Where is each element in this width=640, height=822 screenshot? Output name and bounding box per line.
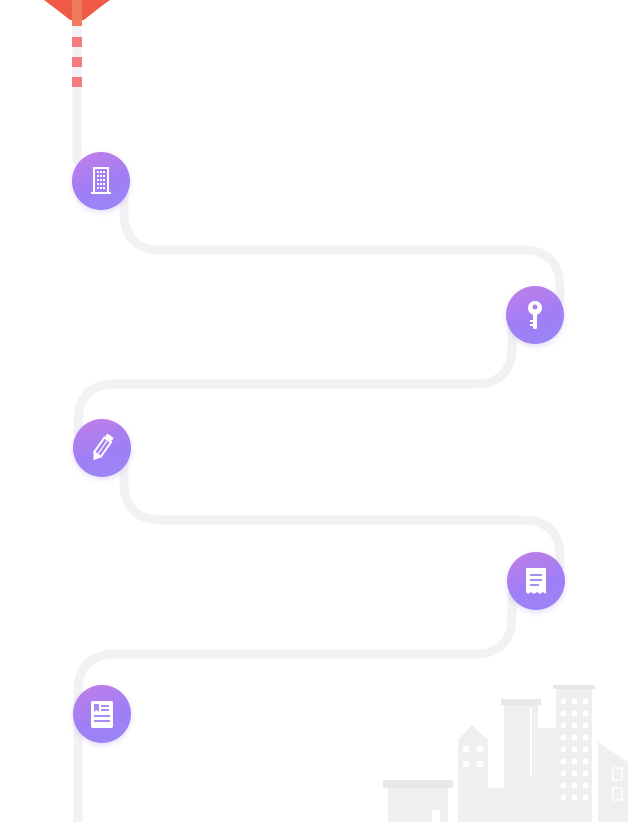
step-3-badge [73, 419, 131, 477]
city-skyline [383, 685, 628, 822]
skyline-windows [463, 699, 623, 801]
map-pin-icon [44, 0, 110, 87]
receipt-icon [526, 568, 546, 594]
pencil-icon [92, 434, 114, 461]
step-2-badge [506, 286, 564, 344]
step-4-badge [507, 552, 565, 610]
step-1-badge [72, 152, 130, 210]
contract-icon [91, 701, 113, 728]
key-icon [528, 301, 542, 329]
building-icon [91, 167, 111, 194]
step-5-badge [73, 685, 131, 743]
road-track [72, 15, 565, 822]
